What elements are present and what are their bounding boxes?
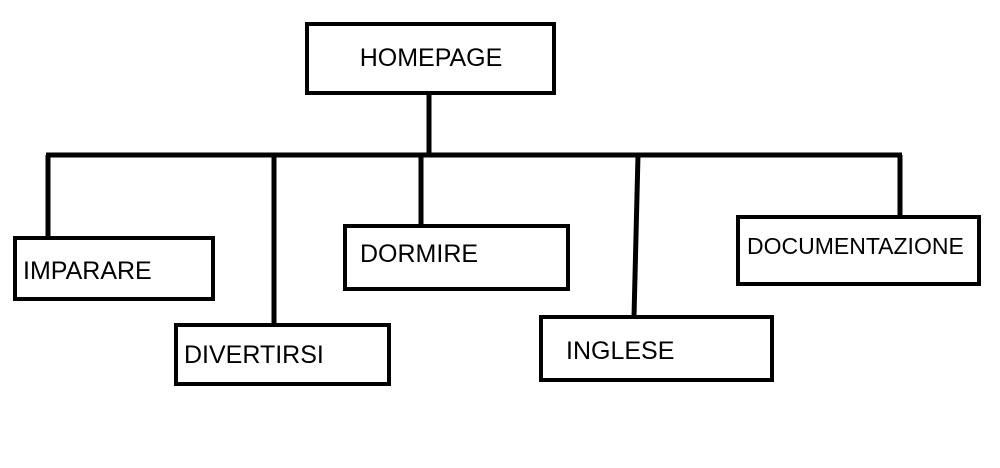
connector-inglese: [631, 154, 641, 318]
node-divertirsi-label: DIVERTIRSI: [184, 341, 324, 369]
node-documentazione: DOCUMENTAZIONE: [736, 215, 981, 286]
node-imparare-label: IMPARARE: [23, 257, 152, 285]
node-documentazione-box: [736, 215, 981, 286]
node-inglese-box: [539, 315, 774, 382]
node-dormire: DORMIRE: [343, 224, 570, 291]
node-imparare-box: [13, 236, 215, 301]
connector-lines: [45, 93, 903, 325]
node-homepage-label: HOMEPAGE: [360, 44, 503, 72]
node-homepage-box: [305, 22, 556, 95]
node-inglese-label: INGLESE: [566, 337, 674, 365]
node-documentazione-label: DOCUMENTAZIONE: [747, 233, 964, 259]
node-dormire-box: [343, 224, 570, 291]
node-imparare: IMPARARE: [13, 236, 215, 301]
node-inglese: INGLESE: [539, 315, 774, 382]
node-divertirsi: DIVERTIRSI: [174, 323, 391, 386]
node-dormire-label: DORMIRE: [360, 240, 478, 268]
node-divertirsi-box: [174, 323, 391, 386]
node-homepage: HOMEPAGE: [305, 22, 556, 95]
